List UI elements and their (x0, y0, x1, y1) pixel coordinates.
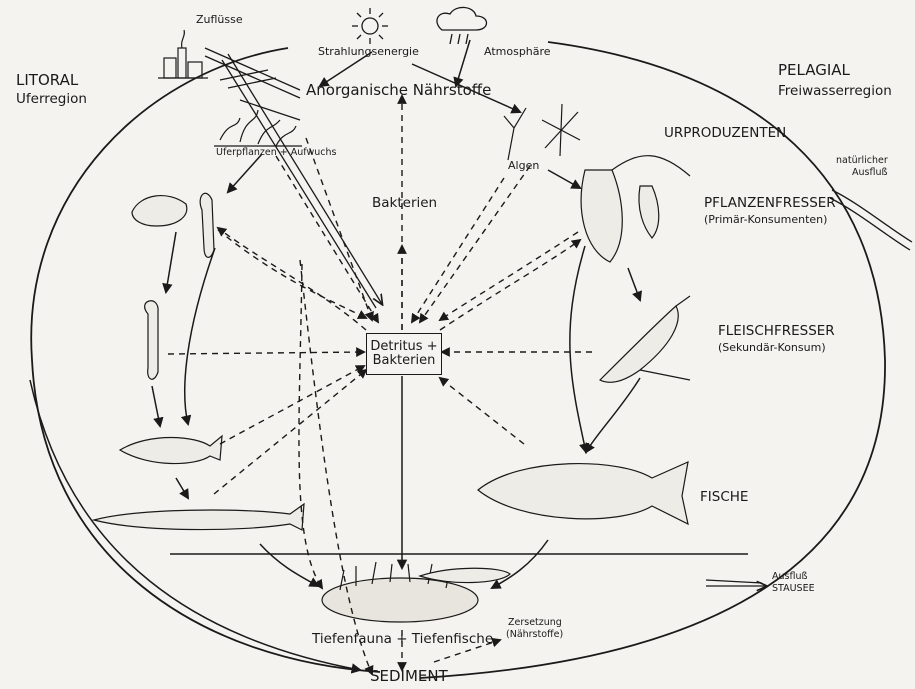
zooplankton-icon (581, 156, 690, 262)
region-pelagial-sublabel: Freiwasserregion (778, 84, 892, 100)
inorganic-nutrients-label: Anorganische Nährstoffe (306, 82, 491, 99)
food-chain-arrows (30, 40, 640, 670)
algae-icon (504, 104, 580, 160)
reservoir-outflow-label-1: Ausfluß (772, 572, 807, 583)
natural-outflow-label-2: Ausfluß (852, 168, 887, 179)
benthic-fauna-icon (322, 562, 510, 622)
detritus-bacteria-box: Detritus + Bakterien (366, 333, 442, 375)
sun-icon (352, 8, 388, 44)
radiation-label: Strahlungsenergie (318, 46, 419, 59)
shore-plants-label: Uferpflanzen + Aufwuchs (216, 148, 336, 159)
level-producers-label: URPRODUZENTEN (664, 126, 786, 142)
region-litoral-label: LITORAL (16, 72, 78, 89)
shore-plants-icon (214, 110, 302, 146)
level-carnivores-label: FLEISCHFRESSER (718, 324, 835, 340)
detritus-line-1: Detritus + (370, 340, 437, 354)
predator-zooplankton-icon (600, 296, 690, 382)
deep-fauna-label: Tiefenfauna + Tiefenfische (312, 632, 493, 648)
reservoir-outflow-label-2: STAUSEE (772, 584, 815, 595)
level-fish-label: FISCHE (700, 490, 748, 506)
natural-outflow-label-1: natürlicher (836, 156, 888, 167)
decomposition-label-1: Zersetzung (508, 618, 562, 629)
mayfly-larva-icon (200, 193, 214, 257)
lake-boundary (31, 48, 380, 672)
level-herbivores-label: PFLANZENFRESSER (704, 196, 836, 212)
natural-outflow-stream (830, 190, 912, 250)
atmosphere-label: Atmosphäre (484, 46, 551, 59)
snail-icon (132, 196, 187, 226)
decomposition-label-2: (Nährstoffe) (506, 630, 563, 641)
large-fish-icon (478, 462, 688, 524)
reservoir-outflow-arrow (706, 580, 766, 586)
factory-icon (158, 30, 208, 78)
sediment-label: SEDIMENT (370, 668, 448, 685)
pike-icon (94, 504, 304, 530)
cloud-icon (437, 7, 487, 44)
detritus-line-2: Bakterien (373, 354, 436, 368)
small-fish-icon (120, 436, 222, 464)
bacteria-label: Bakterien (372, 196, 437, 212)
region-pelagial-label: PELAGIAL (778, 62, 850, 79)
level-herbivores-sublabel: (Primär-Konsumenten) (704, 214, 827, 227)
region-litoral-sublabel: Uferregion (16, 92, 87, 108)
algae-label: Algen (508, 160, 539, 173)
lake-boundary-right (420, 42, 885, 678)
level-carnivores-sublabel: (Sekundär-Konsum) (718, 342, 826, 355)
dragonfly-larva-icon (145, 301, 158, 379)
inflow-label: Zuflüsse (196, 14, 243, 27)
